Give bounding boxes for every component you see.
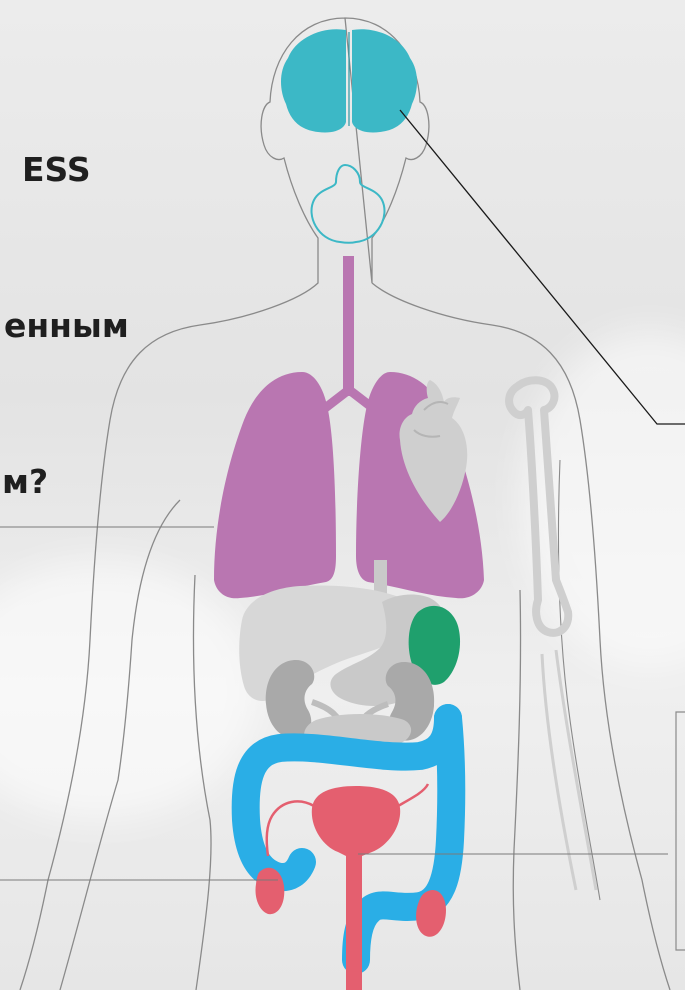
brain-icon bbox=[281, 29, 417, 132]
callout-box-edge bbox=[676, 712, 685, 950]
thyroid-icon bbox=[312, 165, 385, 243]
bone-icon bbox=[509, 380, 596, 890]
brain-leader-line bbox=[400, 110, 685, 424]
reproductive-icon bbox=[256, 784, 447, 990]
trachea-icon bbox=[320, 256, 378, 412]
